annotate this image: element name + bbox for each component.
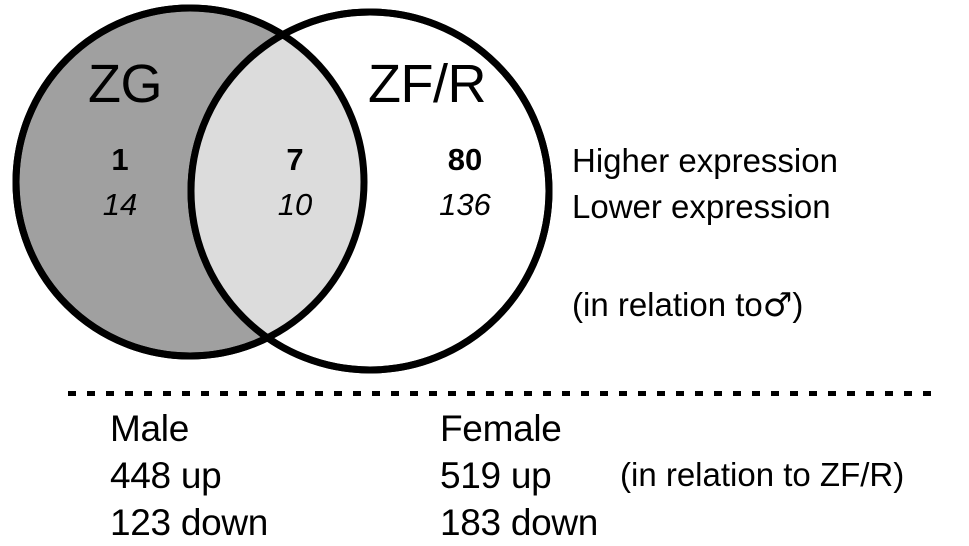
legend-note-prefix: (in relation to xyxy=(572,286,763,323)
venn-label-right-set: ZF/R xyxy=(368,54,486,114)
bottom-reference-note: (in relation to ZF/R) xyxy=(620,456,905,493)
venn-counts-left-set: 1 14 xyxy=(65,142,175,223)
venn-circle-right-outline xyxy=(187,8,553,374)
male-symbol-icon: ♂ xyxy=(762,285,793,324)
count-left-lower: 14 xyxy=(102,187,138,222)
count-intersection-higher: 7 xyxy=(286,142,304,177)
dotted-divider xyxy=(68,391,942,396)
venn-circle-left-outline xyxy=(12,4,368,360)
bottom-female-down: 183 down xyxy=(440,502,599,543)
count-intersection-lower: 10 xyxy=(277,187,313,222)
venn-intersection-lens xyxy=(191,12,364,356)
legend-lower-expression: Lower expression xyxy=(572,188,831,225)
bottom-female-up: 519 up xyxy=(440,455,552,496)
venn-label-left-set: ZG xyxy=(88,54,163,114)
legend-higher-expression: Higher expression xyxy=(572,142,838,179)
count-right-higher: 80 xyxy=(447,142,483,177)
venn-counts-intersection: 7 10 xyxy=(240,142,350,223)
bottom-male-down: 123 down xyxy=(110,502,269,543)
bottom-male-up: 448 up xyxy=(110,455,222,496)
venn-counts-right-set: 80 136 xyxy=(410,142,520,223)
count-right-lower: 136 xyxy=(439,187,491,222)
legend-reference-note: (in relation to♂) xyxy=(572,288,803,321)
count-left-higher: 1 xyxy=(111,142,129,177)
bottom-female-title: Female xyxy=(440,408,562,449)
bottom-male-title: Male xyxy=(110,408,189,449)
legend-note-suffix: ) xyxy=(792,286,804,323)
